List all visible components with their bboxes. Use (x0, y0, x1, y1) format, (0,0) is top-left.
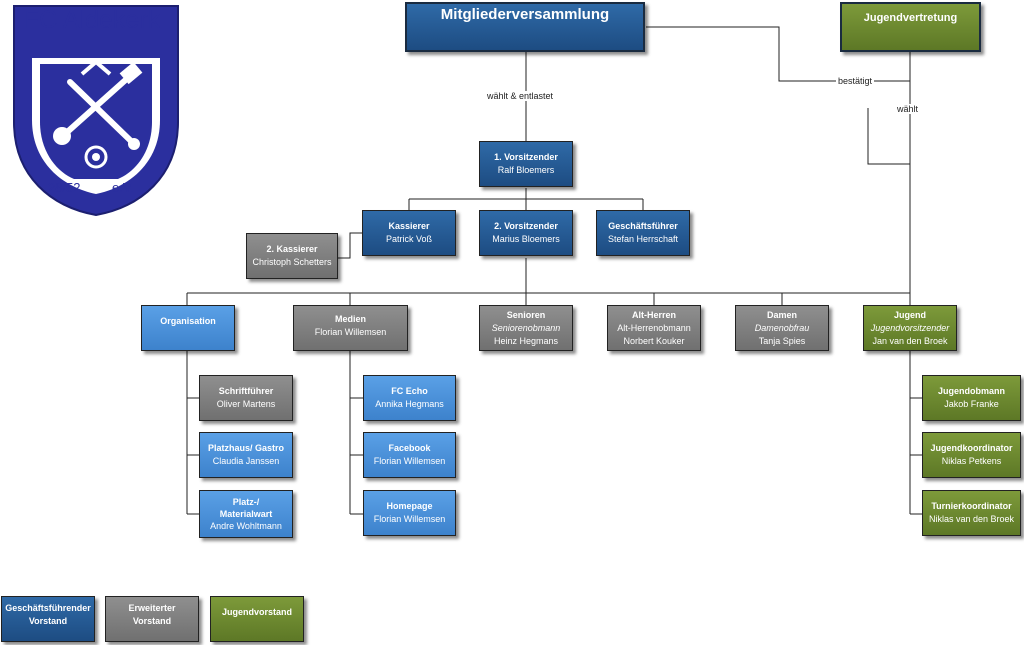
treasurer-title: Kassierer (388, 221, 430, 231)
edge-label-elects: wählt (895, 104, 921, 114)
manager-title: Geschäftsführer (608, 221, 678, 231)
edge-label-confirms: bestätigt (836, 76, 875, 86)
chair2-title: 2. Vorsitzender (494, 221, 558, 231)
seniors-title: Senioren (506, 309, 546, 320)
org-item-title: Platz-/ (232, 497, 260, 507)
youth-item-coordinator[interactable]: Jugendkoordinator Niklas Petkens (922, 432, 1021, 478)
women-box[interactable]: Damen Damenobfrau Tanja Spies (735, 305, 829, 351)
media-item-fc-echo[interactable]: FC Echo Annika Hegmans (363, 375, 456, 421)
legend-executive-line1: Geschäftsführender (5, 603, 91, 613)
oldmen-box[interactable]: Alt-Herren Alt-Herrenobmann Norbert Kouk… (607, 305, 701, 351)
manager-name: Stefan Herrschaft (607, 234, 679, 244)
media-item-title: Homepage (386, 501, 433, 511)
org-item-name: Andre Wohltmann (210, 521, 282, 531)
org-item-title: Schriftführer (218, 386, 274, 396)
youth-rep-label: Jugendvertretung (863, 12, 958, 24)
youth-item-name: Niklas van den Broek (928, 514, 1015, 524)
chair2-box[interactable]: 2. Vorsitzender Marius Bloemers (479, 210, 573, 256)
org-item-name: Claudia Janssen (212, 456, 280, 466)
youth-box[interactable]: Jugend Jugendvorsitzender Jan van den Br… (863, 305, 957, 351)
youth-rep-box[interactable]: Jugendvertretung (840, 2, 981, 52)
assembly-label: Mitgliederversammlung (440, 6, 610, 23)
legend-extended: Erweiterter Vorstand (105, 596, 199, 642)
women-name: Tanja Spies (758, 335, 806, 346)
legend-executive-line2: Vorstand (28, 616, 68, 626)
women-role: Damenobfrau (754, 322, 810, 333)
chair1-name: Ralf Bloemers (497, 165, 555, 175)
club-logo (13, 5, 179, 217)
youth-item-name: Niklas Petkens (941, 456, 1002, 466)
media-box[interactable]: Medien Florian Willemsen (293, 305, 408, 351)
treasurer-name: Patrick Voß (385, 234, 432, 244)
legend-youth-label: Jugendvorstand (221, 607, 292, 617)
manager-box[interactable]: Geschäftsführer Stefan Herrschaft (596, 210, 690, 256)
oldmen-title: Alt-Herren (631, 309, 676, 320)
logo-suffix: e.V. (112, 180, 134, 195)
org-item-clubhouse[interactable]: Platzhaus/ Gastro Claudia Janssen (199, 432, 293, 478)
youth-item-chair[interactable]: Jugendobmann Jakob Franke (922, 375, 1021, 421)
media-item-title: Facebook (388, 443, 431, 453)
edge-label-elects-discharges: wählt & entlastet (485, 91, 556, 101)
organisation-title: Organisation (160, 316, 216, 326)
legend-executive: Geschäftsführender Vorstand (1, 596, 95, 642)
org-item-title2: Materialwart (219, 509, 273, 519)
media-name: Florian Willemsen (314, 327, 387, 337)
chair1-title: 1. Vorsitzender (494, 152, 558, 162)
oldmen-role: Alt-Herrenobmann (617, 322, 691, 333)
seniors-role: Seniorenobmann (491, 322, 561, 333)
legend-extended-line2: Vorstand (132, 616, 172, 626)
oldmen-name: Norbert Kouker (623, 335, 685, 346)
org-item-name: Oliver Martens (216, 399, 276, 409)
treasurer2-title: 2. Kassierer (266, 244, 318, 254)
media-item-title: FC Echo (391, 386, 428, 396)
legend-extended-line1: Erweiterter (128, 603, 176, 613)
media-item-facebook[interactable]: Facebook Florian Willemsen (363, 432, 456, 478)
org-item-groundskeeper[interactable]: Platz-/ Materialwart Andre Wohltmann (199, 490, 293, 538)
women-title: Damen (766, 309, 797, 320)
youth-item-tournament[interactable]: Turnierkoordinator Niklas van den Broek (922, 490, 1021, 536)
media-item-name: Florian Willemsen (373, 514, 446, 524)
youth-role: Jugendvorsitzender (870, 322, 950, 333)
media-item-homepage[interactable]: Homepage Florian Willemsen (363, 490, 456, 536)
youth-item-title: Turnierkoordinator (931, 501, 1012, 511)
seniors-box[interactable]: Senioren Seniorenobmann Heinz Hegmans (479, 305, 573, 351)
youth-item-title: Jugendobmann (938, 386, 1005, 396)
organisation-box[interactable]: Organisation (141, 305, 235, 351)
youth-item-name: Jakob Franke (944, 399, 999, 409)
treasurer-box[interactable]: Kassierer Patrick Voß (362, 210, 456, 256)
seniors-name: Heinz Hegmans (493, 335, 559, 346)
logo-name: FC Aldekerk (24, 6, 161, 34)
legend-youth: Jugendvorstand (210, 596, 304, 642)
media-title: Medien (334, 314, 366, 324)
treasurer2-box[interactable]: 2. Kassierer Christoph Schetters (246, 233, 338, 279)
youth-title: Jugend (893, 309, 926, 320)
chair1-box[interactable]: 1. Vorsitzender Ralf Bloemers (479, 141, 573, 187)
chair2-name: Marius Bloemers (492, 234, 560, 244)
org-item-secretary[interactable]: Schriftführer Oliver Martens (199, 375, 293, 421)
youth-name: Jan van den Broek (872, 335, 948, 346)
youth-item-title: Jugendkoordinator (930, 443, 1013, 453)
media-item-name: Florian Willemsen (373, 456, 446, 466)
treasurer2-name: Christoph Schetters (252, 257, 332, 267)
assembly-box[interactable]: Mitgliederversammlung (405, 2, 645, 52)
logo-founded: 28/52 (48, 180, 81, 195)
org-item-title: Platzhaus/ Gastro (207, 443, 285, 453)
media-item-name: Annika Hegmans (375, 399, 444, 409)
